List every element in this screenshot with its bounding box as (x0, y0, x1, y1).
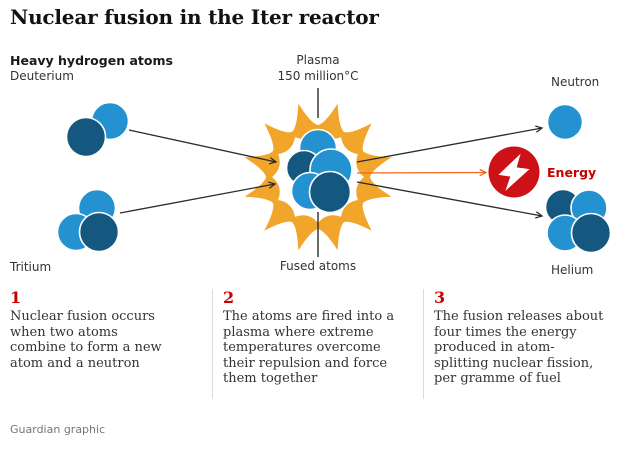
heavy-hydrogen-heading: Heavy hydrogen atoms (10, 53, 173, 68)
step-3-number: 3 (434, 288, 446, 307)
helium-atom (544, 188, 612, 254)
deuterium-atom (65, 101, 130, 158)
arrow-plasma-to-neutron (356, 128, 542, 163)
plasma-starburst-icon (244, 103, 392, 251)
plasma-label: Plasma (296, 53, 340, 67)
arrow-plasma-to-energy (356, 173, 486, 174)
step-2: 2 The atoms are fired into a plasma wher… (223, 289, 415, 387)
page-title: Nuclear fusion in the Iter reactor (10, 5, 379, 29)
fused-atoms (285, 128, 353, 214)
tritium-atom (56, 188, 120, 253)
neutron-particle (546, 103, 584, 141)
deuterium-label: Deuterium (10, 69, 74, 83)
fused-atoms-label: Fused atoms (279, 259, 357, 273)
plasma-temperature-label: 150 million°C (277, 69, 359, 83)
arrow-plasma-to-helium (356, 181, 542, 216)
source-credit: Guardian graphic (10, 423, 106, 436)
step-2-text: The atoms are fired into a plasma where … (223, 309, 395, 386)
step-1: 1 Nuclear fusion occurs when two atoms c… (10, 289, 202, 371)
particle-circle (65, 116, 107, 158)
energy-label: Energy (547, 165, 597, 180)
particle-circle (308, 170, 352, 214)
column-divider (212, 289, 213, 399)
neutron-label: Neutron (551, 75, 600, 89)
step-3: 3 The fusion releases about four times t… (434, 289, 626, 387)
particle-circle (78, 211, 120, 253)
arrow-deuterium-to-plasma (128, 129, 276, 162)
column-divider (423, 289, 424, 399)
particle-circle (570, 212, 612, 254)
lightning-bolt-icon (498, 153, 530, 191)
step-1-number: 1 (10, 288, 22, 307)
arrow-tritium-to-plasma (119, 184, 275, 214)
helium-label: Helium (551, 263, 594, 277)
step-1-text: Nuclear fusion occurs when two atoms com… (10, 309, 162, 371)
step-3-text: The fusion releases about four times the… (434, 309, 604, 386)
energy-icon (488, 146, 540, 198)
step-2-number: 2 (223, 288, 235, 307)
tritium-label: Tritium (10, 260, 52, 274)
